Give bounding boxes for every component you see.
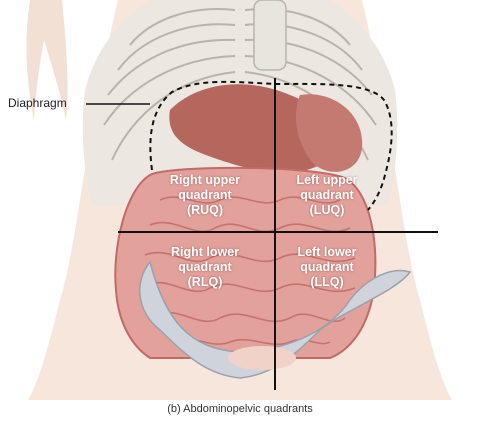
quadrant-label-ruq: Right upper quadrant (RUQ)	[150, 173, 260, 218]
quadrant-label-luq: Left upper quadrant (LUQ)	[272, 173, 382, 218]
quadrant-label-llq-line-1: Left lower	[272, 245, 382, 260]
quadrant-label-ruq-line-2: quadrant	[150, 188, 260, 203]
diaphragm-label: Diaphragm	[8, 96, 67, 110]
quadrant-label-llq-line-2: quadrant	[272, 260, 382, 275]
sternum	[254, 0, 286, 70]
quadrant-label-llq: Left lower quadrant (LLQ)	[272, 245, 382, 290]
bladder	[228, 346, 296, 370]
quadrant-label-ruq-line-3: (RUQ)	[150, 203, 260, 218]
figure-caption: (b) Abdominopelvic quadrants	[0, 403, 480, 415]
quadrant-label-ruq-line-1: Right upper	[150, 173, 260, 188]
quadrant-label-rlq-line-3: (RLQ)	[150, 275, 260, 290]
quadrant-label-rlq-line-1: Right lower	[150, 245, 260, 260]
quadrant-label-luq-line-2: quadrant	[272, 188, 382, 203]
quadrant-label-llq-line-3: (LLQ)	[272, 275, 382, 290]
quadrant-label-rlq: Right lower quadrant (RLQ)	[150, 245, 260, 290]
quadrant-label-luq-line-1: Left upper	[272, 173, 382, 188]
quadrant-label-rlq-line-2: quadrant	[150, 260, 260, 275]
quadrant-label-luq-line-3: (LUQ)	[272, 203, 382, 218]
